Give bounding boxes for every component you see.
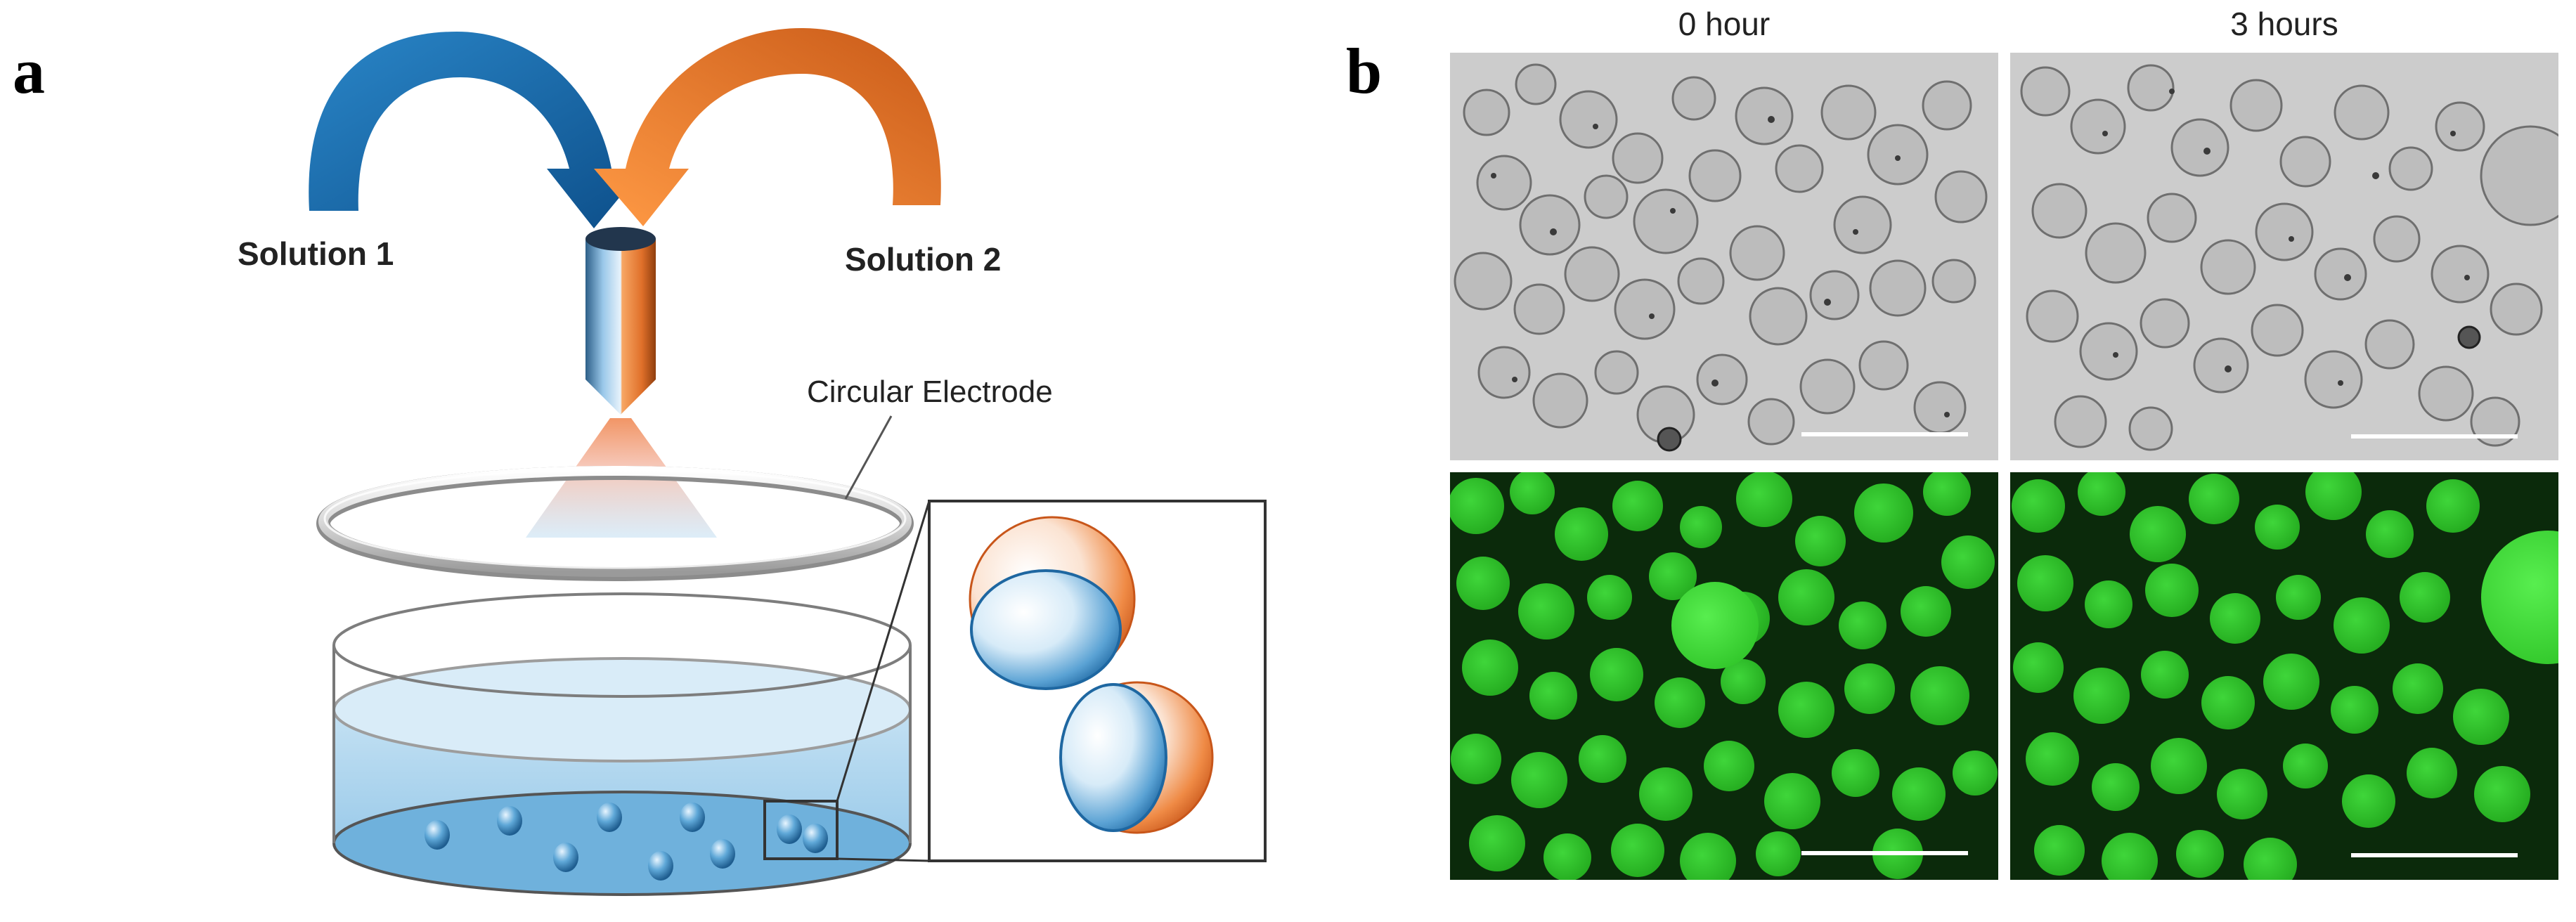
solution-1-arrow — [309, 32, 643, 228]
petri-dish — [332, 592, 912, 896]
circular-electrode-label: Circular Electrode — [807, 375, 1053, 409]
brightfield-image-0h — [1450, 53, 1998, 460]
time-label-3-hours: 3 hours — [2230, 6, 2338, 42]
janus-particle — [969, 516, 1136, 690]
solution-2-label: Solution 2 — [845, 241, 1001, 278]
solution-2-arrow — [594, 28, 941, 226]
droplet — [680, 803, 705, 832]
electrode-leader-line — [844, 415, 893, 500]
inset-janus-particles — [928, 500, 1267, 862]
droplet — [553, 843, 578, 872]
droplet — [710, 839, 735, 869]
droplet — [777, 814, 802, 844]
droplet — [425, 820, 450, 850]
droplet — [648, 851, 673, 881]
circular-electrode — [316, 466, 914, 581]
janus-particle — [1059, 681, 1214, 834]
droplet — [497, 806, 522, 836]
panel-a-letter: a — [13, 35, 45, 107]
nozzle — [585, 227, 656, 415]
brightfield-image-3h — [2010, 53, 2558, 460]
droplets — [425, 803, 828, 881]
droplet — [597, 803, 622, 832]
time-label-0-hour: 0 hour — [1678, 6, 1770, 42]
zoom-leader-bottom — [836, 857, 930, 862]
fluorescence-image-3h — [2010, 472, 2558, 880]
panel-b-letter: b — [1346, 35, 1382, 107]
zoom-leader-top — [836, 500, 931, 802]
zoom-region-box — [763, 800, 839, 860]
solution-1-label: Solution 1 — [238, 235, 394, 272]
droplet — [803, 824, 828, 853]
fluorescence-image-0h — [1450, 472, 1998, 880]
